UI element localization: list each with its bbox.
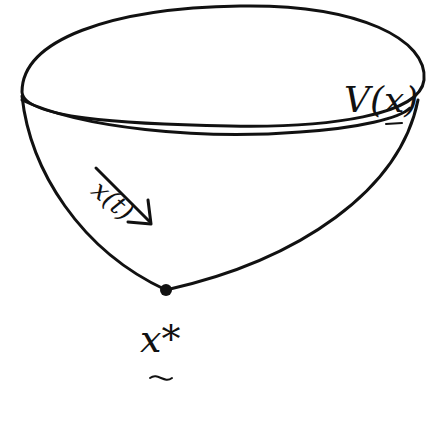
bowl-left-side — [22, 96, 166, 290]
bowl-rim — [22, 6, 424, 126]
vector-underline — [386, 123, 402, 124]
trajectory-label: x(t) — [87, 176, 138, 225]
function-label: V(x) — [344, 82, 418, 118]
bowl-right-side — [166, 100, 418, 290]
vector-tilde — [150, 376, 172, 379]
minimum-label: x* — [140, 320, 180, 358]
minimum-point — [160, 284, 172, 296]
